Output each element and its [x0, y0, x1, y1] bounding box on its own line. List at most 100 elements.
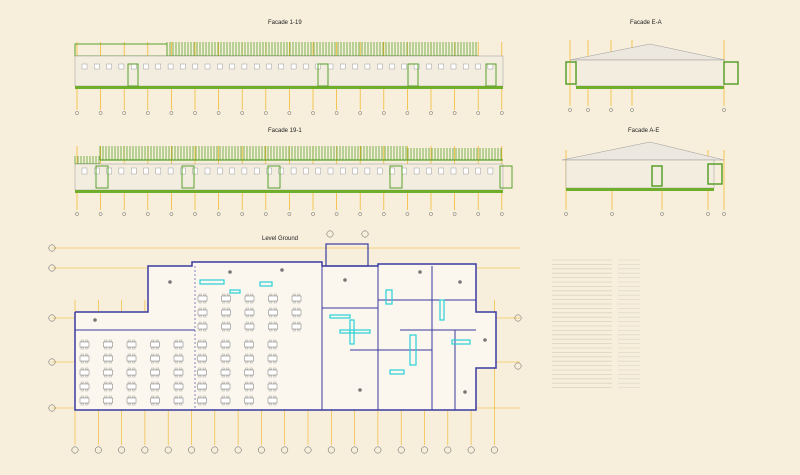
table-set-icon	[197, 295, 208, 302]
chair	[273, 403, 277, 406]
facade-window-icon	[475, 63, 481, 70]
room-tag-icon	[418, 270, 422, 274]
chair	[179, 347, 183, 350]
grid-bubble-icon	[722, 108, 726, 112]
chair	[80, 353, 84, 356]
grid-bubble-icon	[48, 244, 56, 252]
chair	[269, 329, 273, 332]
chair	[222, 329, 226, 332]
room-tag-icon	[93, 318, 97, 322]
chair	[179, 339, 183, 342]
chair	[273, 381, 277, 384]
table-set-icon	[244, 355, 254, 362]
facade-19-1-title: Facade 19-1	[268, 128, 302, 134]
chair	[198, 315, 202, 318]
facade-window-icon	[229, 63, 235, 70]
chair	[249, 347, 253, 350]
table-set-icon	[150, 369, 160, 376]
table-set-icon	[197, 341, 207, 348]
facade-window-icon	[401, 167, 407, 175]
grid-bubble-icon	[490, 446, 498, 454]
grid-bubble-icon	[586, 108, 590, 112]
grid-bubble-icon	[358, 212, 363, 216]
table-set-icon	[197, 369, 207, 376]
chair	[202, 395, 206, 398]
facade-window-icon	[327, 63, 334, 70]
chair	[269, 315, 273, 318]
grid-bubble-icon	[169, 111, 174, 115]
grid-bubble-icon	[467, 446, 475, 454]
chair	[85, 353, 89, 356]
table-set-icon	[150, 355, 160, 362]
grid-bubble-icon	[361, 230, 369, 238]
chair	[80, 347, 84, 350]
facade-window-icon	[290, 63, 297, 70]
grid-bubble-icon	[421, 446, 428, 454]
chair	[226, 389, 230, 392]
facade-window-icon	[377, 167, 383, 175]
grid-bubble-icon	[722, 212, 726, 216]
table-set-icon	[221, 295, 231, 302]
door-icon	[485, 63, 497, 87]
facade-a-e-roof	[561, 141, 725, 161]
grid-bubble-icon	[188, 446, 195, 454]
chair	[198, 329, 202, 332]
chair	[273, 353, 277, 356]
chair	[292, 315, 296, 318]
chair	[273, 339, 277, 342]
grid-bubble-icon	[499, 111, 504, 115]
chair	[226, 381, 230, 384]
facade-window-icon	[327, 167, 334, 175]
chair	[132, 353, 136, 356]
room-tag-icon	[228, 270, 232, 274]
chair	[292, 301, 296, 304]
chair	[174, 381, 178, 384]
chair	[273, 389, 277, 392]
chair	[249, 395, 253, 398]
chair	[222, 321, 226, 324]
grid-bubble-icon	[311, 111, 315, 115]
chair	[273, 321, 277, 324]
chair	[85, 361, 89, 364]
chair	[179, 367, 183, 370]
chair	[85, 403, 89, 406]
table-set-icon	[173, 369, 184, 376]
level-ground-title: Level Ground	[262, 236, 299, 242]
chair	[174, 353, 178, 356]
chair	[174, 395, 178, 398]
chair	[222, 315, 226, 318]
kitchen-fixture	[439, 299, 445, 321]
facade-1-19-wall	[74, 55, 504, 87]
chair	[250, 321, 254, 324]
chair	[132, 389, 136, 392]
grid-bubble-icon	[94, 446, 102, 454]
table-set-icon	[103, 355, 113, 362]
facade-window-icon	[204, 63, 211, 70]
chair	[249, 389, 253, 392]
chair	[104, 361, 108, 364]
grid-bubble-icon	[630, 108, 634, 112]
chair	[273, 329, 277, 332]
table-set-icon	[221, 309, 231, 316]
chair	[245, 381, 249, 384]
facade-window-icon	[426, 167, 432, 175]
chair	[221, 403, 225, 406]
grid-bubble-icon	[514, 314, 522, 322]
facade-window-icon	[167, 167, 174, 175]
facade-1-19-title: Facade 1-19	[268, 20, 302, 26]
chair	[202, 389, 206, 392]
facade-window-icon	[487, 63, 494, 70]
facade-window-icon	[377, 63, 383, 70]
chair	[245, 353, 249, 356]
chair	[179, 361, 183, 364]
grid-bubble-icon	[609, 108, 613, 112]
facade-window-icon	[217, 167, 223, 175]
chair	[245, 315, 249, 318]
table-set-icon	[103, 397, 113, 404]
facade-a-e	[561, 141, 726, 216]
chair	[268, 375, 272, 378]
facade-window-icon	[352, 63, 358, 70]
grid-bubble-icon	[660, 212, 664, 216]
chair	[273, 347, 277, 350]
room-tag-icon	[358, 388, 362, 392]
